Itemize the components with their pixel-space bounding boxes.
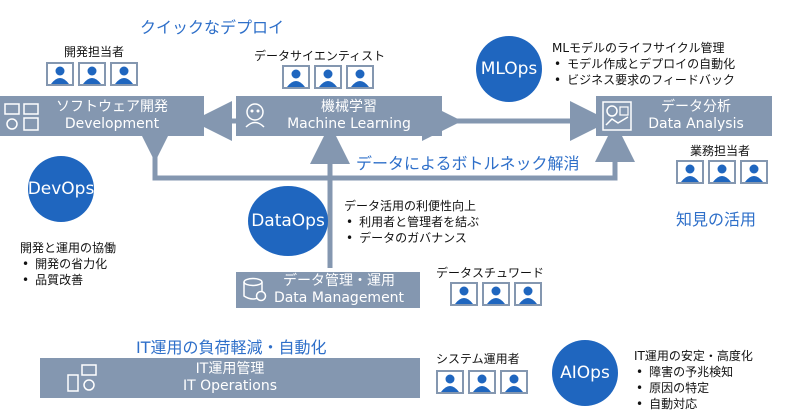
aiops-note-item: 原因の特定 xyxy=(648,380,753,396)
person-icon xyxy=(78,62,106,86)
devops-notes: 開発と運用の協働 開発の省力化 品質改善 xyxy=(20,240,116,288)
person-icon xyxy=(436,370,464,394)
mlops-notes-title: MLモデルのライフサイクル管理 xyxy=(552,41,725,55)
it-ops-icon xyxy=(67,364,97,392)
aiops-circle: AIOps xyxy=(552,340,618,406)
aiops-notes: IT運用の安定・高度化 障害の予兆検知 原因の特定 自動対応 xyxy=(634,348,753,412)
mlops-label: MLOps xyxy=(480,59,538,79)
data-steward-label: データスチュワード xyxy=(436,266,545,280)
devops-label: DevOps xyxy=(27,179,95,199)
bottleneck-arrow xyxy=(135,122,635,181)
devops-note-item: 開発の省力化 xyxy=(34,256,116,272)
system-operator-label: システム運用者 xyxy=(436,352,520,366)
development-box-en: Development xyxy=(64,116,160,132)
mlops-note-item: モデル作成とデプロイの自動化 xyxy=(566,56,735,72)
dataops-note-item: 利用者と管理者を結ぶ xyxy=(358,214,479,230)
aiops-label: AIOps xyxy=(560,363,610,383)
system-operator-people xyxy=(436,370,528,394)
data-management-box: データ管理・運用 Data Management xyxy=(236,272,420,308)
person-icon xyxy=(450,282,478,306)
data-steward-people xyxy=(450,282,542,306)
person-icon xyxy=(110,62,138,86)
developer-people xyxy=(46,62,138,86)
person-icon xyxy=(46,62,74,86)
person-icon xyxy=(468,370,496,394)
dashboard-icon xyxy=(602,101,632,131)
itops-box-jp: IT運用管理 xyxy=(195,361,265,377)
business-label: 業務担当者 xyxy=(690,144,751,158)
database-gear-icon xyxy=(243,277,267,302)
quick-deploy-heading: クイックなデプロイ xyxy=(140,18,285,37)
data-analysis-box: データ分析 Data Analysis xyxy=(596,96,772,136)
person-icon xyxy=(314,65,342,89)
dataops-notes-title: データ活用の利便性向上 xyxy=(344,199,477,213)
dm-box-jp: データ管理・運用 xyxy=(283,273,395,289)
knowledge-heading: 知見の活用 xyxy=(676,210,757,229)
developer-label: 開発担当者 xyxy=(64,45,125,59)
aiops-notes-title: IT運用の安定・高度化 xyxy=(634,349,753,363)
ml-box-jp: 機械学習 xyxy=(321,99,377,115)
development-box-jp: ソフトウェア開発 xyxy=(56,99,168,115)
data-scientist-people xyxy=(282,65,374,89)
devops-note-item: 品質改善 xyxy=(34,272,116,288)
data-scientist-label: データサイエンティスト xyxy=(254,49,386,63)
mlops-note-item: ビジネス要求のフィードバック xyxy=(566,72,735,88)
dataops-label: DataOps xyxy=(251,211,325,231)
dataops-notes: データ活用の利便性向上 利用者と管理者を結ぶ データのガバナンス xyxy=(344,198,479,246)
mlops-circle: MLOps xyxy=(476,36,542,102)
ml-box-en: Machine Learning xyxy=(287,116,411,132)
business-people xyxy=(676,160,768,184)
person-icon xyxy=(500,370,528,394)
dev-tools-icon xyxy=(4,103,39,131)
devops-notes-title: 開発と運用の協働 xyxy=(20,241,117,255)
bottleneck-heading: データによるボトルネック解消 xyxy=(352,150,584,174)
person-icon xyxy=(708,160,736,184)
it-ops-reduce-heading: IT運用の負荷軽減・自動化 xyxy=(136,338,327,357)
person-icon xyxy=(514,282,542,306)
person-icon xyxy=(482,282,510,306)
person-icon xyxy=(346,65,374,89)
devops-circle: DevOps xyxy=(28,156,94,222)
aiops-note-item: 自動対応 xyxy=(648,396,753,412)
mlops-notes: MLモデルのライフサイクル管理 モデル作成とデプロイの自動化 ビジネス要求のフィ… xyxy=(552,40,735,88)
itops-box-en: IT Operations xyxy=(182,378,278,394)
person-icon xyxy=(676,160,704,184)
person-icon xyxy=(282,65,310,89)
aiops-note-item: 障害の予兆検知 xyxy=(648,364,753,380)
it-operations-box: IT運用管理 IT Operations xyxy=(40,358,420,398)
machine-learning-box: 機械学習 Machine Learning xyxy=(236,96,442,136)
analysis-box-en: Data Analysis xyxy=(648,116,744,132)
person-icon xyxy=(740,160,768,184)
dm-box-en: Data Management xyxy=(273,290,405,306)
dataops-note-item: データのガバナンス xyxy=(358,230,479,246)
development-box: ソフトウェア開発 Development xyxy=(0,96,204,136)
ml-mascot-icon xyxy=(245,103,265,128)
analysis-box-jp: データ分析 xyxy=(661,99,731,115)
dataops-circle: DataOps xyxy=(248,186,328,256)
